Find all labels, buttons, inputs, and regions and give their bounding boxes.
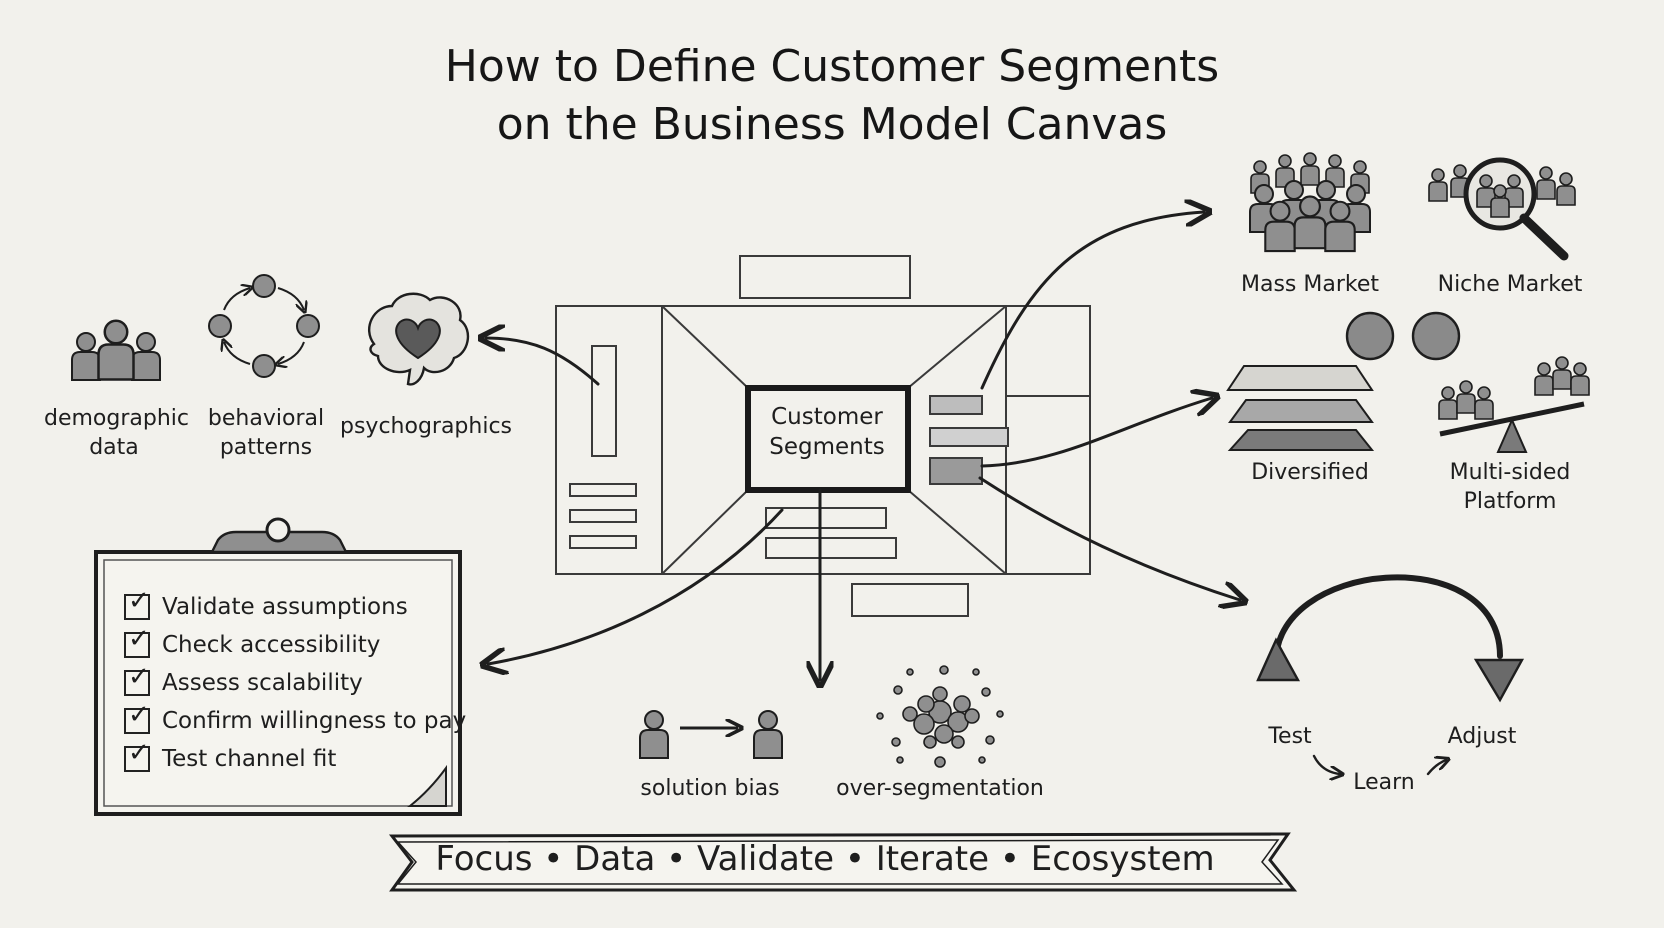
canvas-left-slot	[591, 345, 617, 457]
over-segmentation-text: over-segmentation	[836, 776, 1044, 801]
checklist-item: ✓ Test channel fit	[124, 738, 464, 778]
banner-ribbon	[388, 832, 1298, 892]
check-icon: ✓	[128, 586, 150, 616]
multi-sided-platform-label: Multi-sided Platform	[1430, 458, 1590, 516]
people-group-icon	[71, 319, 161, 381]
customer-segments-label: Customer Segments	[742, 402, 912, 462]
behavioral-line-1: behavioral	[207, 406, 325, 431]
niche-market-label: Niche Market	[1430, 270, 1590, 299]
arrow-to-checklist	[488, 508, 784, 664]
checklist-item: ✓ Assess scalability	[124, 662, 464, 702]
checklist-item-label: Validate assumptions	[162, 594, 408, 620]
title-line-1: How to Define Customer Segments	[444, 41, 1220, 92]
canvas-bottom-box	[851, 583, 969, 617]
page-title: How to Define Customer Segments on the B…	[282, 38, 1382, 154]
checklist-item-label: Assess scalability	[162, 670, 363, 696]
checklist-item: ✓ Confirm willingness to pay	[124, 700, 467, 740]
solution-bias-label: solution bias	[620, 774, 800, 803]
check-icon: ✓	[128, 738, 150, 768]
checkbox-icon: ✓	[124, 738, 150, 772]
checkbox-icon: ✓	[124, 700, 150, 734]
multi-sided-line-2: Platform	[1463, 489, 1557, 514]
checklist-item: ✓ Validate assumptions	[124, 586, 464, 626]
niche-market-line-1: Niche Market	[1437, 272, 1583, 297]
mass-market-label: Mass Market	[1230, 270, 1390, 299]
mass-market-line-1: Mass Market	[1240, 272, 1379, 297]
checklist-item-label: Test channel fit	[162, 746, 337, 772]
layers-icon	[1226, 365, 1375, 451]
cycle-test-label: Test	[1268, 724, 1312, 749]
arrow-to-mass-market	[980, 212, 1204, 390]
diversified-line-1: Diversified	[1251, 460, 1369, 485]
check-icon: ✓	[128, 700, 150, 730]
demographic-line-1: demographic	[44, 406, 189, 431]
checklist-item-label: Confirm willingness to pay	[162, 708, 467, 734]
checklist-item-label: Check accessibility	[162, 632, 381, 658]
canvas-frame	[555, 305, 1091, 575]
sphere-icons	[1345, 311, 1461, 361]
customer-segments-box	[745, 385, 911, 493]
title-line-2: on the Business Model Canvas	[496, 99, 1168, 150]
behavioral-patterns-label: behavioral patterns	[196, 404, 336, 462]
person-arrow-person-icon	[639, 710, 783, 759]
cycle-icon	[208, 274, 320, 378]
checkbox-icon: ✓	[124, 662, 150, 696]
center-label-line-1: Customer	[771, 404, 883, 430]
arrow-to-psychographics	[486, 338, 600, 386]
multi-sided-line-1: Multi-sided	[1449, 460, 1571, 485]
checkbox-icon: ✓	[124, 586, 150, 620]
arrow-to-diversified	[980, 398, 1212, 468]
check-icon: ✓	[128, 662, 150, 692]
crowd-icon	[1249, 152, 1371, 253]
check-icon: ✓	[128, 624, 150, 654]
flow-arrows	[486, 212, 1240, 680]
business-model-canvas	[555, 255, 1091, 617]
cycle-learn-label: Learn	[1353, 770, 1415, 795]
banner-text: Focus • Data • Validate • Iterate • Ecos…	[435, 839, 1215, 879]
behavioral-line-2: patterns	[219, 435, 313, 460]
balance-scale-icon	[1438, 356, 1590, 453]
cycle-adjust-label: Adjust	[1447, 724, 1517, 749]
over-segmentation-label: over-segmentation	[830, 774, 1050, 803]
canvas-top-box	[739, 255, 911, 299]
brain-heart-icon	[368, 292, 470, 386]
psychographics-label: psychographics	[340, 412, 513, 441]
validation-checklist: ✓ Validate assumptions ✓ Check accessibili…	[124, 586, 467, 778]
psychographics-line-1: psychographics	[340, 414, 513, 439]
solution-bias-text: solution bias	[640, 776, 780, 801]
diversified-label: Diversified	[1230, 458, 1390, 487]
demographic-data-label: demographic data	[44, 404, 189, 462]
center-label-line-2: Segments	[769, 434, 885, 460]
scatter-cluster-icon	[876, 665, 1004, 768]
magnifier-group-icon	[1428, 157, 1576, 261]
iteration-cycle-icon	[1256, 574, 1525, 774]
clipboard-icon	[94, 517, 462, 816]
checkbox-icon: ✓	[124, 624, 150, 658]
checklist-item: ✓ Check accessibility	[124, 624, 464, 664]
arrow-to-cycle	[978, 476, 1240, 600]
demographic-line-2: data	[89, 435, 139, 460]
